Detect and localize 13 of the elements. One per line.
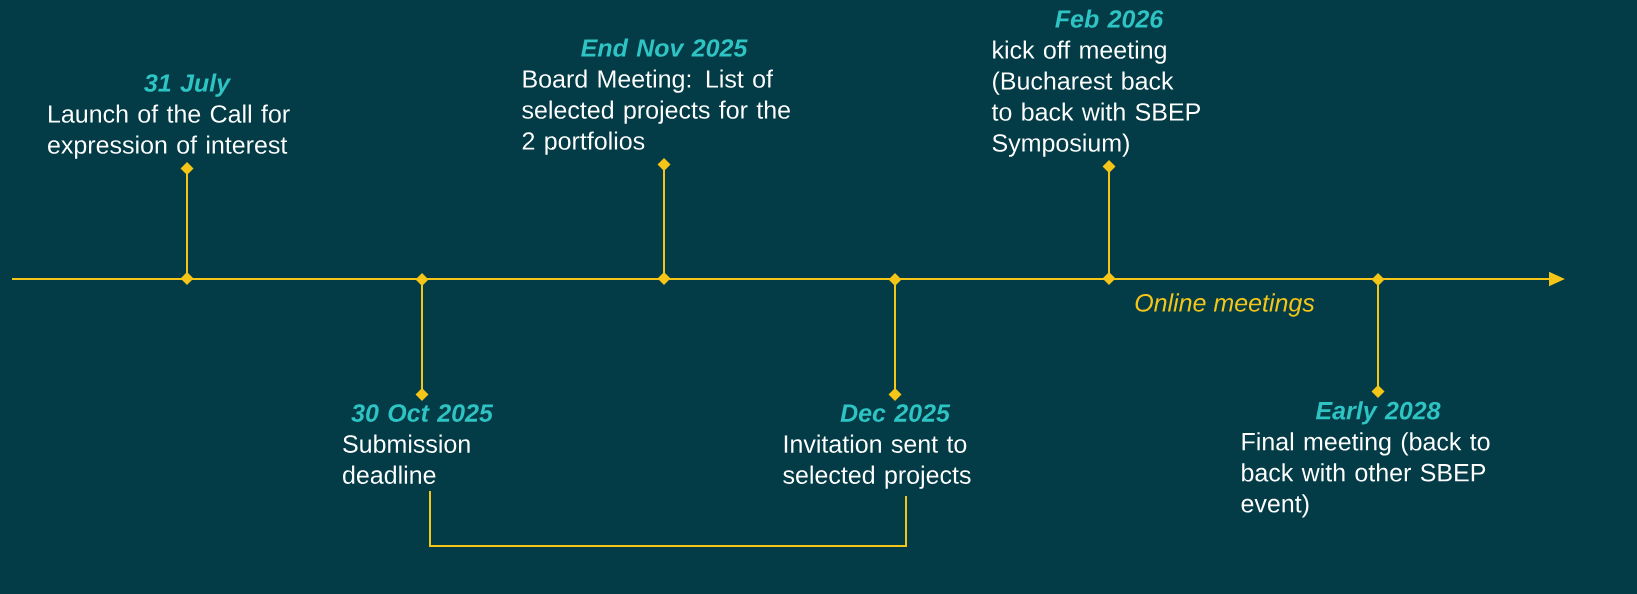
timeline-marker [1102,160,1116,285]
event-text: 31 July Launch of the Call for expression of interest [48,73,290,159]
event-text: Feb 2026 kick off meeting (Bucharest back to back with SBEP Symposium) [991,9,1200,157]
timeline-marker [415,273,429,401]
timeline-marker [180,162,194,285]
timeline-marker [1371,273,1385,398]
timeline-marker [888,273,902,401]
event-text: End Nov 2025 Board Meeting: List of selected projects for the 2 portfolios [522,38,790,155]
event-text: 30 Oct 2025 Submission deadline [343,404,494,484]
bracket [429,490,907,548]
event-text: Dec 2025 Invitation sent to selected projects [783,404,971,489]
timeline-marker [657,158,671,285]
event-text: Early 2028 Final meeting (back to back with other SBEP event) [1241,401,1490,518]
